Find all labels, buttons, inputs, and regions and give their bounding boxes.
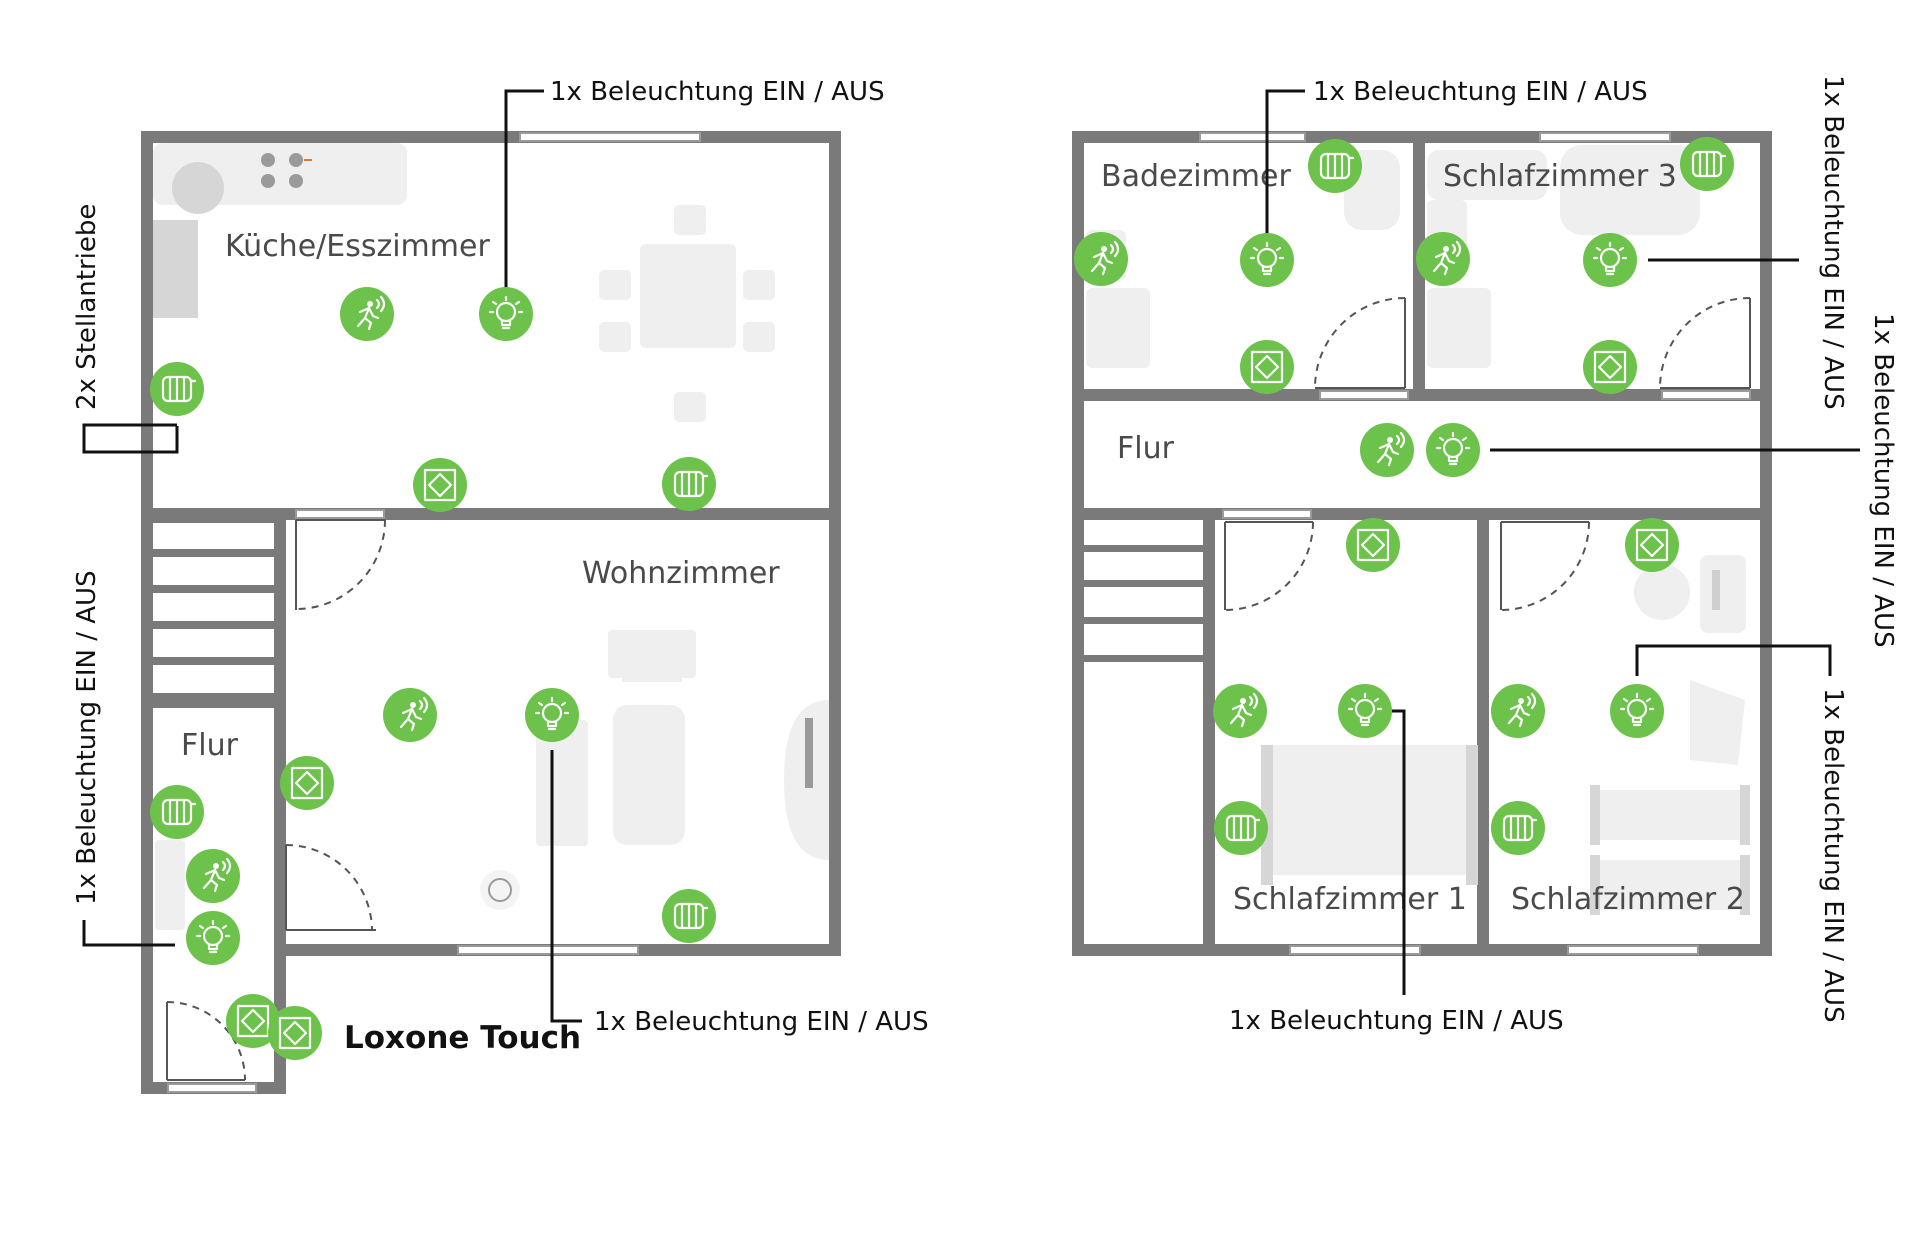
leader-lines	[82, 89, 1860, 1023]
motion-sensor-icon	[1491, 684, 1545, 738]
upper-furniture	[1086, 145, 1750, 915]
callout-sz3-light: 1x Beleuchtung EIN / AUS	[1818, 75, 1848, 410]
room-label-flur-eg: Flur	[181, 728, 239, 763]
callout-kueche-light: 1x Beleuchtung EIN / AUS	[550, 77, 885, 107]
touch-switch-icon	[280, 756, 334, 810]
light-bulb-icon	[1583, 233, 1637, 287]
light-bulb-icon	[186, 911, 240, 965]
light-bulb-icon	[479, 287, 533, 341]
radiator-icon	[662, 457, 716, 511]
radiator-icon	[1214, 801, 1268, 855]
doors-upper-floor	[1224, 297, 1751, 611]
motion-sensor-icon	[383, 688, 437, 742]
radiator-icon	[1680, 137, 1734, 191]
dining-table	[599, 205, 775, 422]
callout-stellantriebe: 2x Stellantriebe	[72, 204, 102, 410]
room-label-badezimmer: Badezimmer	[1101, 159, 1291, 194]
light-bulb-icon	[525, 688, 579, 742]
callout-sz1-light: 1x Beleuchtung EIN / AUS	[1229, 1006, 1564, 1036]
light-bulb-icon	[1610, 684, 1664, 738]
radiator-icon	[1308, 139, 1362, 193]
devices	[150, 137, 1734, 1060]
room-label-schlafzimmer3: Schlafzimmer 3	[1443, 159, 1677, 194]
radiator-icon	[1491, 801, 1545, 855]
loxone-touch-label: Loxone Touch	[344, 1020, 581, 1056]
room-label-flur-og: Flur	[1117, 431, 1175, 466]
touch-switch-icon	[226, 994, 280, 1048]
callout-wohnzimmer-light: 1x Beleuchtung EIN / AUS	[594, 1007, 929, 1037]
light-bulb-icon	[1426, 423, 1480, 477]
room-label-kueche: Küche/Esszimmer	[225, 229, 490, 264]
touch-switch-icon	[1240, 340, 1294, 394]
callout-flur-og-light: 1x Beleuchtung EIN / AUS	[1868, 313, 1898, 648]
touch-switch-icon	[413, 458, 467, 512]
room-label-schlafzimmer1: Schlafzimmer 1	[1233, 882, 1467, 917]
motion-sensor-icon	[1074, 232, 1128, 286]
touch-switch-icon	[1346, 518, 1400, 572]
radiator-icon	[150, 362, 204, 416]
touch-switch-icon	[268, 1006, 322, 1060]
motion-sensor-icon	[1360, 423, 1414, 477]
touch-switch-icon	[1625, 518, 1679, 572]
radiator-icon	[662, 889, 716, 943]
light-bulb-icon	[1338, 684, 1392, 738]
callout-bad-light: 1x Beleuchtung EIN / AUS	[1313, 77, 1648, 107]
living-furniture	[155, 630, 829, 930]
callout-flur-eg-light: 1x Beleuchtung EIN / AUS	[72, 570, 102, 905]
room-label-wohnzimmer: Wohnzimmer	[582, 556, 780, 591]
room-label-schlafzimmer2: Schlafzimmer 2	[1511, 882, 1745, 917]
motion-sensor-icon	[186, 849, 240, 903]
staircase-upper	[1084, 545, 1203, 662]
radiator-icon	[150, 785, 204, 839]
light-bulb-icon	[1240, 233, 1294, 287]
callout-sz2-light: 1x Beleuchtung EIN / AUS	[1818, 688, 1848, 1023]
motion-sensor-icon	[340, 287, 394, 341]
kitchen-furniture	[153, 143, 407, 318]
motion-sensor-icon	[1213, 684, 1267, 738]
doors-ground-floor	[166, 519, 386, 1081]
ground-floor	[141, 131, 841, 1094]
staircase	[153, 515, 274, 701]
touch-switch-icon	[1583, 340, 1637, 394]
motion-sensor-icon	[1416, 232, 1470, 286]
upper-floor	[1072, 131, 1772, 956]
